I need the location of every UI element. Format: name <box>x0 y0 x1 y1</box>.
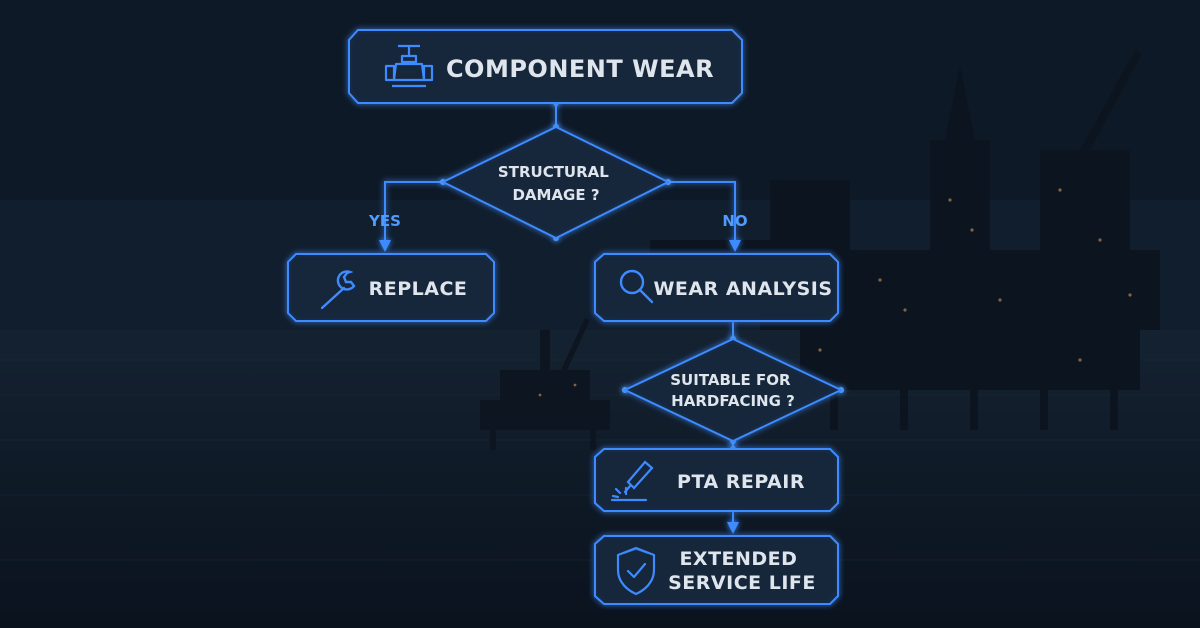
extended-service-life-node: EXTENDED SERVICE LIFE <box>595 536 838 604</box>
pta-repair-label: PTA REPAIR <box>677 471 805 493</box>
pta-repair-node: PTA REPAIR <box>595 449 838 511</box>
replace-label: REPLACE <box>369 278 468 300</box>
yes-label: YES <box>368 212 401 230</box>
structural-damage-line-2: DAMAGE ? <box>512 186 599 204</box>
hardfacing-line-2: HARDFACING ? <box>671 392 795 410</box>
component-wear-label: COMPONENT WEAR <box>446 55 714 83</box>
no-label: NO <box>722 212 747 230</box>
hardfacing-decision: SUITABLE FOR HARDFACING ? <box>625 339 841 441</box>
wear-analysis-label: WEAR ANALYSIS <box>653 278 832 300</box>
extended-life-line-2: SERVICE LIFE <box>668 572 816 594</box>
component-wear-node: COMPONENT WEAR <box>349 30 742 103</box>
replace-node: REPLACE <box>288 254 494 321</box>
wear-analysis-node: WEAR ANALYSIS <box>595 254 838 321</box>
extended-life-line-1: EXTENDED <box>679 548 797 570</box>
structural-damage-decision: STRUCTURAL DAMAGE ? <box>443 127 668 238</box>
hardfacing-line-1: SUITABLE FOR <box>670 371 791 389</box>
structural-damage-line-1: STRUCTURAL <box>498 163 609 181</box>
